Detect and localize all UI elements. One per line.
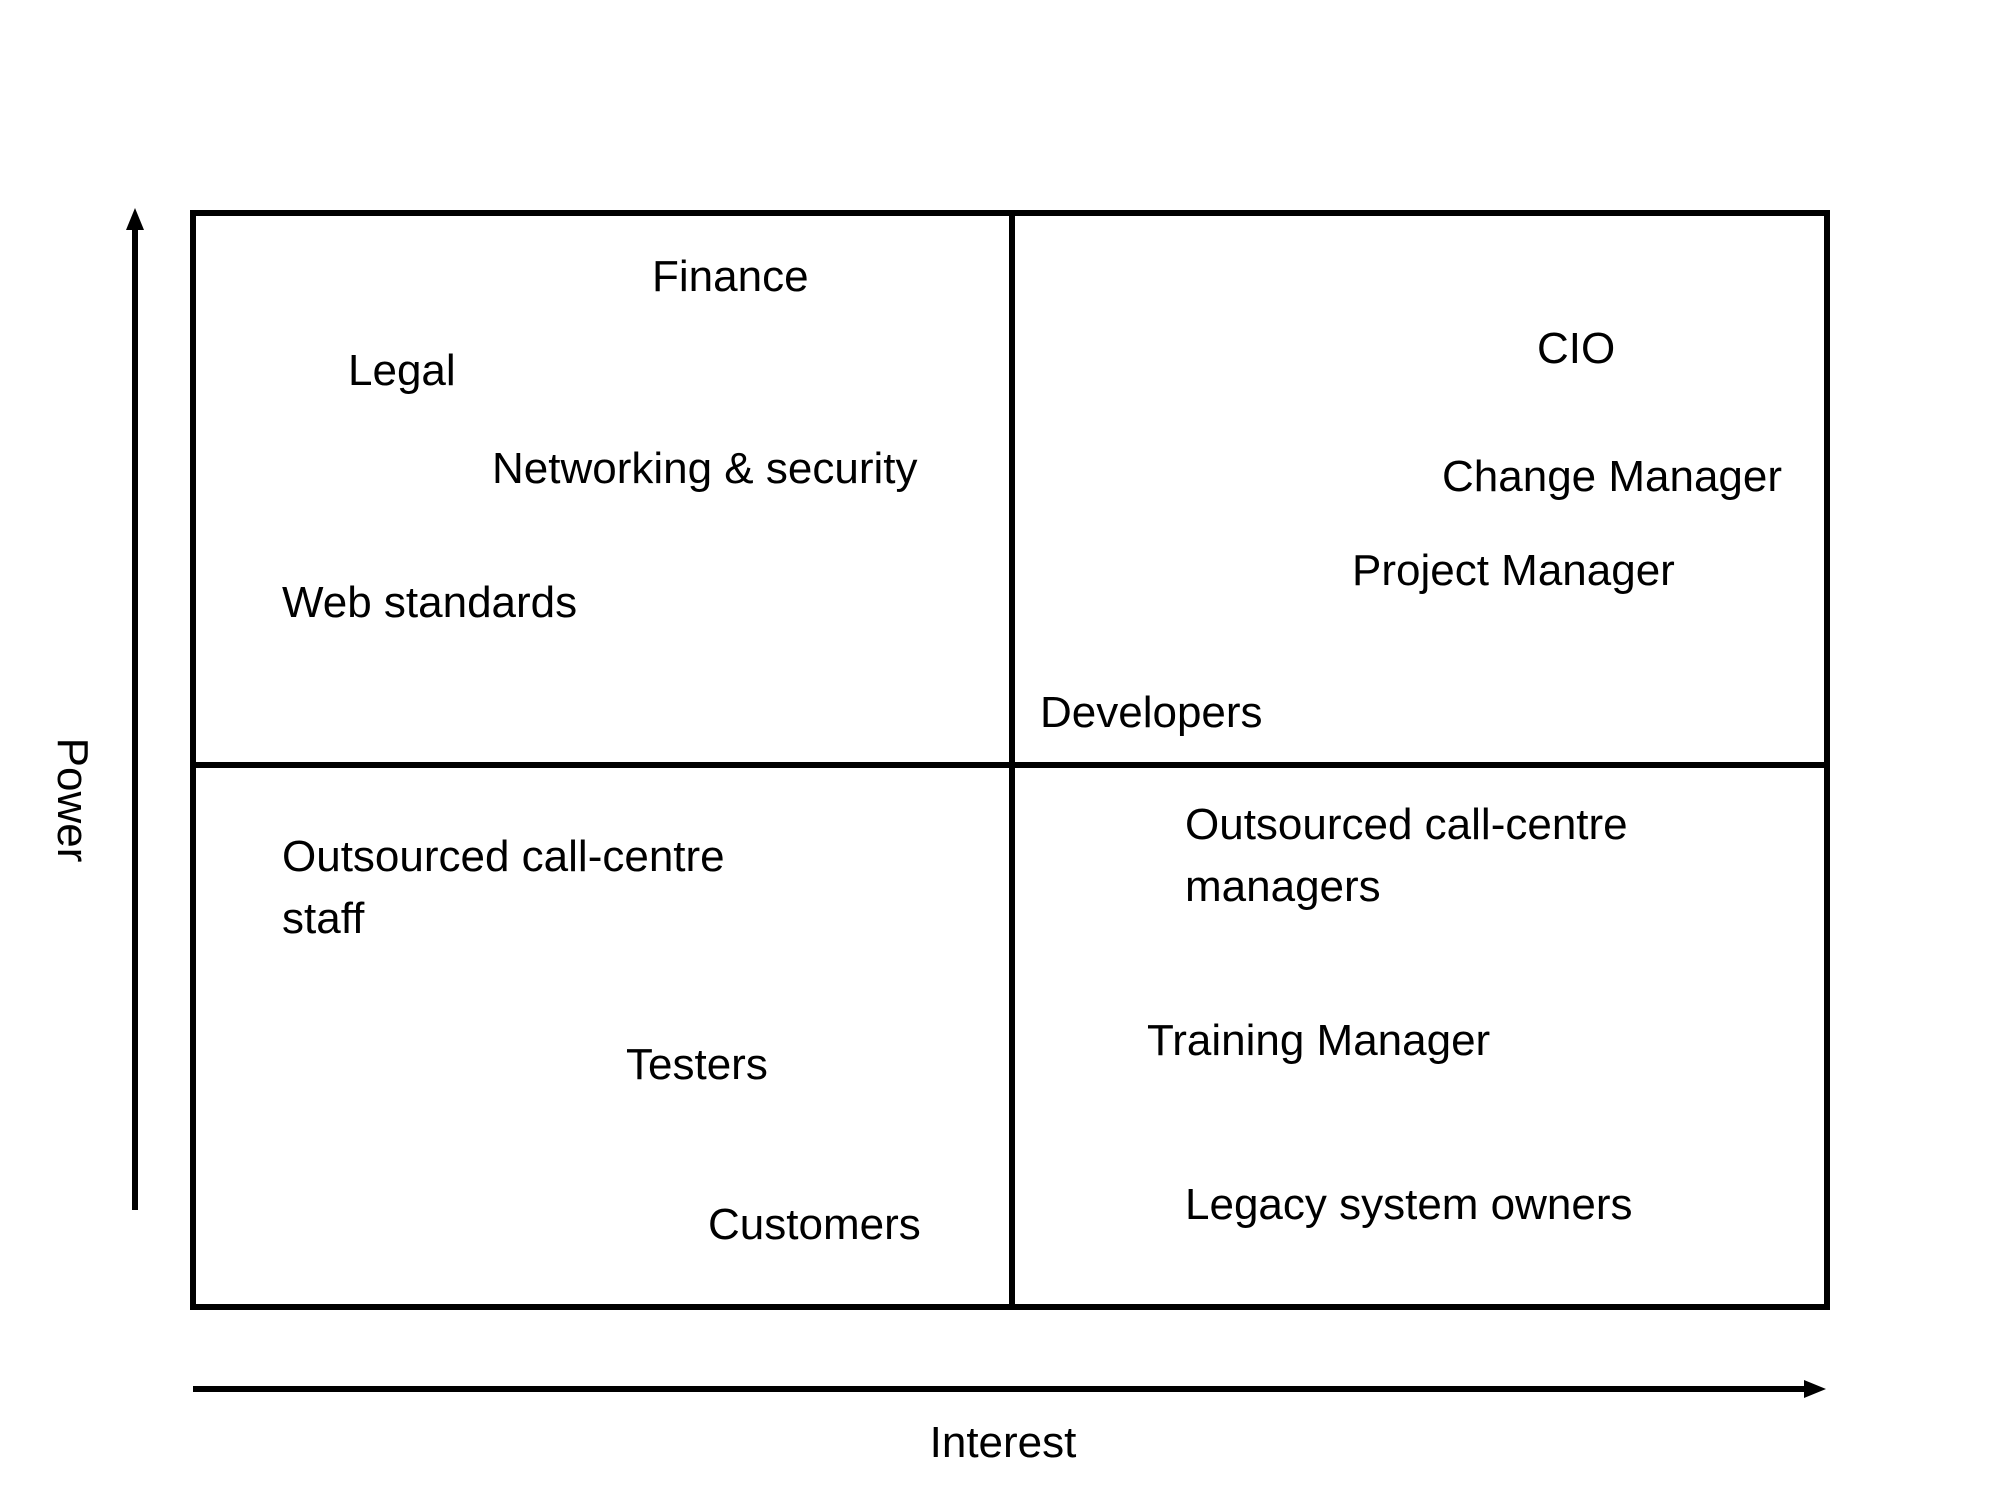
stakeholder-outsourced-call-centre-managers: Outsourced call-centre managers	[1185, 800, 1628, 911]
horizontal-divider	[196, 762, 1824, 768]
stakeholder-project-manager: Project Manager	[1352, 546, 1675, 595]
vertical-divider	[1009, 216, 1015, 1304]
power-axis-arrow	[126, 208, 144, 1210]
interest-axis-arrow	[193, 1380, 1826, 1398]
stakeholder-customers: Customers	[708, 1200, 921, 1249]
stakeholder-training-manager: Training Manager	[1147, 1016, 1491, 1065]
stakeholder-web-standards: Web standards	[282, 578, 578, 627]
stakeholder-change-manager: Change Manager	[1442, 452, 1783, 501]
stakeholder-legal: Legal	[348, 346, 456, 395]
stakeholder-developers: Developers	[1040, 688, 1263, 737]
stakeholder-outsourced-call-centre-staff: Outsourced call-centre staff	[282, 832, 725, 943]
axis-label-interest: Interest	[929, 1418, 1077, 1467]
stakeholder-networking-security: Networking & security	[492, 444, 918, 493]
stakeholder-cio: CIO	[1537, 324, 1616, 373]
stakeholder-legacy-system-owners: Legacy system owners	[1185, 1180, 1633, 1229]
axis-label-power: Power	[48, 737, 97, 863]
stakeholder-testers: Testers	[626, 1040, 768, 1089]
power-interest-grid: Finance Legal Networking & security Web …	[190, 210, 1830, 1310]
stakeholder-finance: Finance	[652, 252, 809, 301]
